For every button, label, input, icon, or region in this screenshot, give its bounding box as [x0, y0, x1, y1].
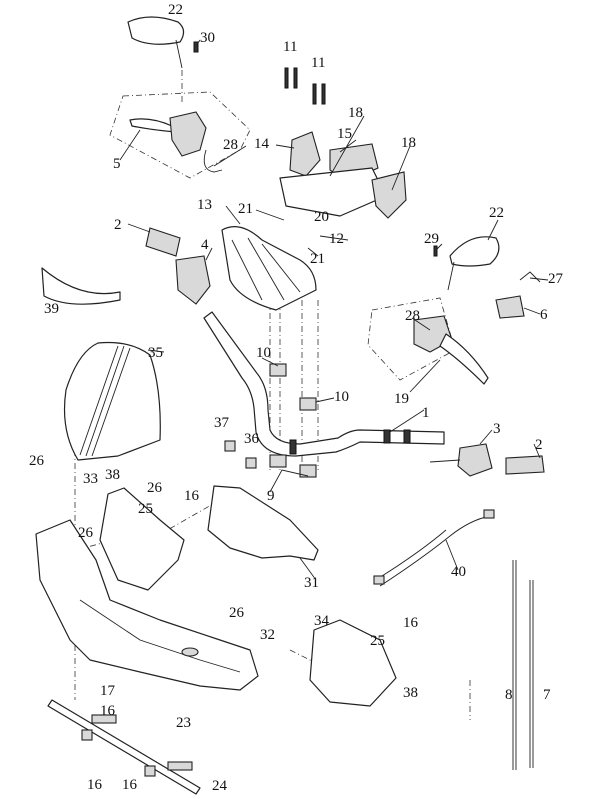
callout-30: 30 — [200, 30, 215, 46]
callout-13: 13 — [197, 197, 212, 213]
grip-left — [145, 227, 181, 257]
right-lever-assembly — [413, 315, 489, 385]
callout-20: 20 — [314, 209, 329, 225]
callout-3: 3 — [493, 421, 501, 437]
callout-34: 34 — [314, 613, 330, 629]
front-fairing — [35, 519, 259, 691]
callout-40: 40 — [451, 564, 466, 580]
callout-1: 1 — [422, 405, 430, 421]
callout-6: 6 — [540, 307, 548, 323]
callout-27: 27 — [548, 271, 564, 287]
fuse-caps — [224, 440, 257, 469]
callout-26: 26 — [78, 525, 94, 541]
callout-12: 12 — [329, 231, 344, 247]
mirror-right — [433, 236, 500, 291]
callout-31: 31 — [304, 575, 319, 591]
mirror-left — [127, 16, 199, 69]
callout-15: 15 — [337, 126, 352, 142]
wire-harness — [373, 509, 495, 587]
callout-38: 38 — [403, 685, 418, 701]
left-switch-assembly — [129, 111, 223, 173]
callout-11: 11 — [283, 39, 297, 55]
callout-28: 28 — [405, 308, 420, 324]
cables — [512, 560, 534, 770]
callout-36: 36 — [244, 431, 260, 447]
callout-26: 26 — [229, 605, 245, 621]
leader-lines — [119, 39, 549, 581]
callout-32: 32 — [260, 627, 275, 643]
callout-16: 16 — [122, 777, 138, 793]
callout-37: 37 — [214, 415, 230, 431]
grip-right — [505, 455, 545, 475]
handlebar-holders — [269, 363, 317, 478]
callout-26: 26 — [147, 480, 163, 496]
callout-29: 29 — [424, 231, 439, 247]
callout-38: 38 — [105, 467, 120, 483]
callout-24: 24 — [212, 778, 228, 794]
callout-11: 11 — [311, 55, 325, 71]
wind-deflector — [41, 267, 121, 305]
callout-22: 22 — [168, 2, 183, 18]
callout-5: 5 — [113, 156, 121, 172]
callout-2: 2 — [114, 217, 122, 233]
callout-17: 17 — [100, 683, 116, 699]
headlight — [221, 226, 317, 311]
inner-panel-center — [207, 485, 319, 561]
callout-26: 26 — [29, 453, 45, 469]
lower-stay — [47, 699, 201, 795]
callout-22: 22 — [489, 205, 504, 221]
callout-10: 10 — [256, 345, 271, 361]
callout-14: 14 — [254, 136, 270, 152]
side-panel-right — [309, 619, 397, 707]
callout-18: 18 — [348, 105, 363, 121]
callout-4: 4 — [201, 237, 209, 253]
callout-8: 8 — [505, 687, 513, 703]
callouts: 22 30 11 11 18 14 15 18 28 5 21 20 13 12… — [29, 2, 564, 794]
windscreen — [63, 341, 161, 461]
callout-33: 33 — [83, 471, 98, 487]
callout-25: 25 — [138, 501, 153, 517]
callout-19: 19 — [394, 391, 409, 407]
callout-10: 10 — [334, 389, 349, 405]
callout-21: 21 — [310, 251, 325, 267]
callout-7: 7 — [543, 687, 551, 703]
right-switch — [429, 443, 493, 477]
callout-39: 39 — [44, 301, 59, 317]
callout-9: 9 — [267, 488, 275, 504]
handlebar — [203, 311, 445, 457]
bolts — [284, 67, 326, 105]
dash-bracket — [279, 131, 407, 219]
callout-18: 18 — [401, 135, 416, 151]
callout-16: 16 — [100, 703, 116, 719]
callout-25: 25 — [370, 633, 385, 649]
callout-28: 28 — [223, 137, 238, 153]
callout-16: 16 — [403, 615, 419, 631]
switch-housing-4 — [175, 255, 211, 305]
callout-21: 21 — [238, 201, 253, 217]
callout-16: 16 — [87, 777, 103, 793]
callout-2: 2 — [535, 437, 543, 453]
callout-23: 23 — [176, 715, 191, 731]
callout-35: 35 — [148, 345, 163, 361]
inner-panel-left — [99, 487, 185, 591]
callout-16: 16 — [184, 488, 200, 504]
